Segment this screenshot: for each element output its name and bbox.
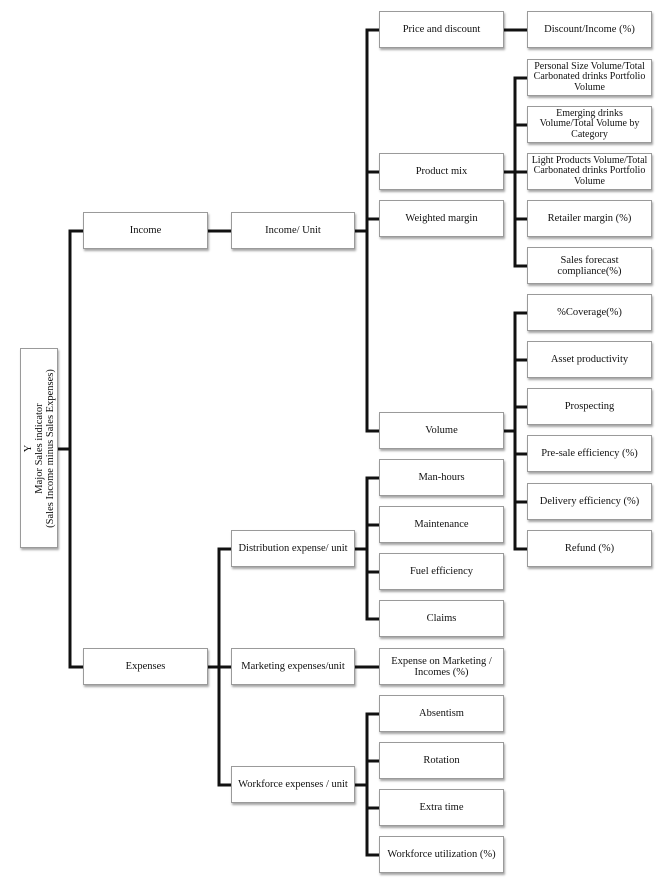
node-man-hours: Man-hours bbox=[379, 459, 504, 496]
node-workforce-utilization: Workforce utilization (%) bbox=[379, 836, 504, 873]
node-extra-time: Extra time bbox=[379, 789, 504, 826]
root-label-line3: (Sales Income minus Sales Expenses) bbox=[44, 368, 56, 528]
node-weighted-margin: Weighted margin bbox=[379, 200, 504, 237]
node-presale-efficiency: Pre-sale efficiency (%) bbox=[527, 435, 652, 472]
node-price-and-discount: Price and discount bbox=[379, 11, 504, 48]
root-label-line2: Major Sales indicator bbox=[33, 402, 45, 494]
node-sales-forecast-compliance: Sales forecast compliance(%) bbox=[527, 247, 652, 284]
root-label: Y Major Sales indicator (Sales Income mi… bbox=[23, 369, 56, 528]
node-rotation: Rotation bbox=[379, 742, 504, 779]
node-product-mix: Product mix bbox=[379, 153, 504, 190]
node-marketing-expenses-unit: Marketing expenses/unit bbox=[231, 648, 355, 685]
node-income-unit: Income/ Unit bbox=[231, 212, 355, 249]
node-claims: Claims bbox=[379, 600, 504, 637]
node-volume: Volume bbox=[379, 412, 504, 449]
node-retailer-margin: Retailer margin (%) bbox=[527, 200, 652, 237]
node-expenses: Expenses bbox=[83, 648, 208, 685]
node-distribution-expense-unit: Distribution expense/ unit bbox=[231, 530, 355, 567]
node-refund: Refund (%) bbox=[527, 530, 652, 567]
node-asset-productivity: Asset productivity bbox=[527, 341, 652, 378]
node-delivery-efficiency: Delivery efficiency (%) bbox=[527, 483, 652, 520]
root-label-line1: Y bbox=[22, 444, 34, 452]
node-income: Income bbox=[83, 212, 208, 249]
node-expense-on-marketing: Expense on Marketing / Incomes (%) bbox=[379, 648, 504, 685]
node-workforce-expenses-unit: Workforce expenses / unit bbox=[231, 766, 355, 803]
node-personal-size-volume: Personal Size Volume/Total Carbonated dr… bbox=[527, 59, 652, 96]
node-coverage: %Coverage(%) bbox=[527, 294, 652, 331]
node-prospecting: Prospecting bbox=[527, 388, 652, 425]
node-light-products-volume: Light Products Volume/Total Carbonated d… bbox=[527, 153, 652, 190]
node-absentism: Absentism bbox=[379, 695, 504, 732]
node-discount-income: Discount/Income (%) bbox=[527, 11, 652, 48]
node-emerging-drinks-volume: Emerging drinks Volume/Total Volume by C… bbox=[527, 106, 652, 143]
node-fuel-efficiency: Fuel efficiency bbox=[379, 553, 504, 590]
node-maintenance: Maintenance bbox=[379, 506, 504, 543]
root-node-major-sales-indicator: Y Major Sales indicator (Sales Income mi… bbox=[20, 348, 58, 548]
